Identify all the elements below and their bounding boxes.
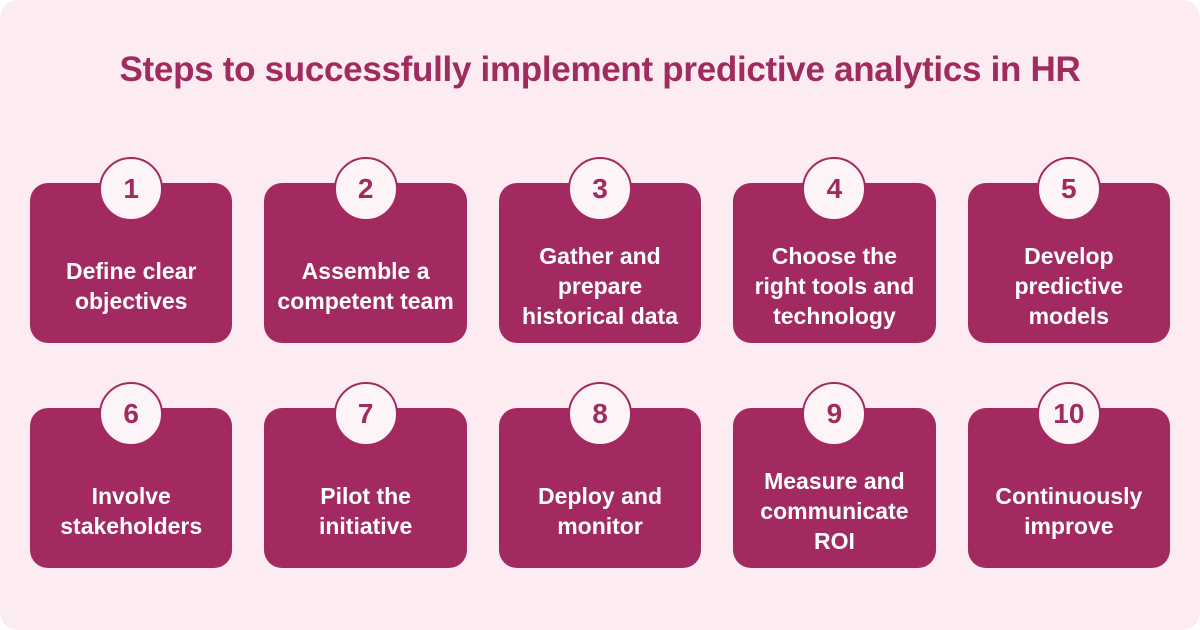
step-number: 1 [123, 173, 139, 204]
step-number: 5 [1061, 173, 1077, 204]
step-card-4: 4 Choose the right tools and technology [733, 157, 936, 343]
step-label: Develop predictive models [1014, 243, 1124, 329]
step-label: Measure and communicate ROI [760, 468, 909, 554]
step-card-8: 8 Deploy and monitor [498, 382, 702, 568]
step-card-5: 5 Develop predictive models [967, 157, 1171, 343]
steps-row-1: 1 Define clear objectives 2 Assemble a c… [0, 157, 1200, 343]
step-label: Gather and prepare historical data [522, 243, 678, 329]
steps-row-2: 6 Involve stakeholders 7 Pilot the initi… [0, 382, 1200, 568]
step-card-3: 3 Gather and prepare historical data [498, 157, 702, 343]
step-card-1: 1 Define clear objectives [30, 157, 233, 343]
step-label: Continuously improve [995, 483, 1143, 539]
step-card-9: 9 Measure and communicate ROI [733, 382, 936, 568]
step-number-badge: 2 [333, 157, 398, 221]
step-label: Involve stakeholders [60, 483, 203, 539]
step-number: 7 [357, 398, 374, 429]
step-number: 9 [826, 398, 843, 429]
step-number: 2 [357, 173, 374, 204]
step-number: 6 [123, 398, 139, 429]
step-number-badge: 7 [333, 382, 398, 446]
step-number-badge: 8 [568, 382, 633, 446]
step-number-badge: 10 [1036, 382, 1101, 446]
step-number-badge: 3 [568, 157, 633, 221]
step-number-badge: 4 [802, 157, 867, 221]
step-number: 10 [1053, 398, 1085, 429]
step-number: 8 [592, 398, 608, 429]
step-number: 3 [592, 173, 608, 204]
step-card-6: 6 Involve stakeholders [30, 382, 233, 568]
step-label: Deploy and monitor [538, 483, 662, 539]
step-label: Assemble a competent team [277, 258, 454, 314]
step-number-badge: 5 [1036, 157, 1101, 221]
step-label: Pilot the initiative [318, 483, 413, 539]
step-card-10: 10 Continuously improve [967, 382, 1171, 568]
step-label: Choose the right tools and technology [754, 243, 915, 329]
step-card-7: 7 Pilot the initiative [264, 382, 467, 568]
step-label: Define clear objectives [66, 258, 197, 314]
step-card-2: 2 Assemble a competent team [264, 157, 467, 343]
step-number-badge: 6 [99, 382, 164, 446]
step-number-badge: 1 [99, 157, 164, 221]
page-title: Steps to successfully implement predicti… [119, 50, 1081, 89]
step-number-badge: 9 [802, 382, 867, 446]
step-number: 4 [826, 173, 843, 204]
